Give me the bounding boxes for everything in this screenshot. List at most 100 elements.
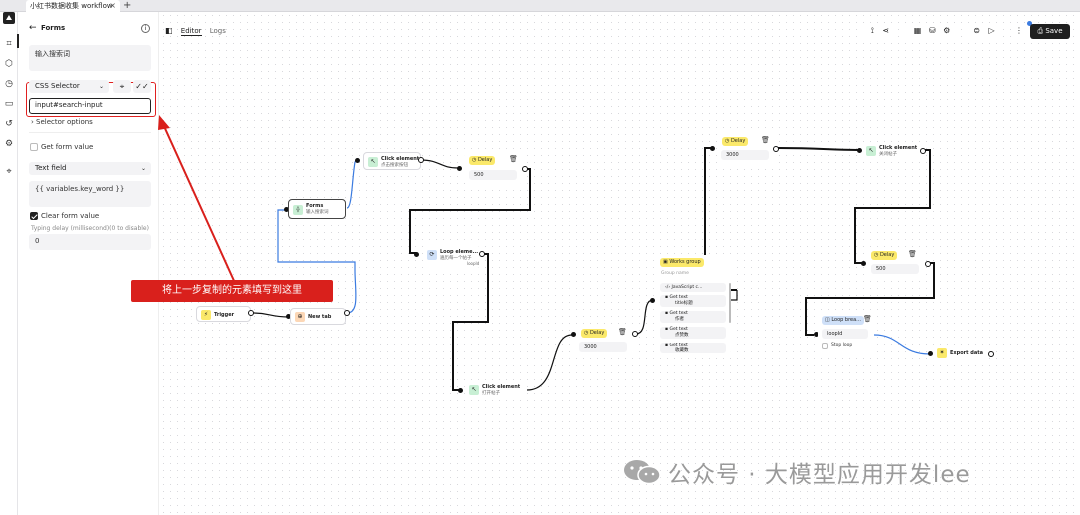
output-port[interactable]	[522, 166, 528, 172]
typing-delay-label: Typing delay (millisecond)(0 to disable)	[31, 225, 149, 232]
description-field[interactable]: 输入搜索词	[29, 45, 151, 71]
logo-icon[interactable]	[3, 12, 15, 24]
node-subtitle: 关闭帖子	[879, 152, 897, 157]
node-forms[interactable]: ⟠ Forms 输入搜索词	[288, 199, 346, 219]
output-port[interactable]	[988, 351, 994, 357]
bug-icon[interactable]: ⊜	[973, 26, 980, 35]
selector-options-toggle[interactable]: › Selector options	[31, 118, 93, 126]
input-port[interactable]	[928, 351, 933, 356]
wechat-icon	[624, 460, 661, 485]
node-click-element-1[interactable]: ↖ Click element 点击搜索按钮	[363, 152, 421, 170]
browser-tab[interactable]: 小红书数据收集 workflow ×	[26, 0, 120, 12]
input-port[interactable]	[571, 332, 576, 337]
crosshair-icon[interactable]: ⌖	[6, 167, 12, 177]
get-form-value-checkbox[interactable]	[30, 143, 38, 151]
input-port[interactable]	[650, 298, 655, 303]
database-icon[interactable]: ⛁	[928, 26, 936, 35]
typing-delay-input[interactable]: 0	[29, 234, 151, 250]
input-port[interactable]	[861, 261, 866, 266]
output-port[interactable]	[632, 331, 638, 337]
input-port[interactable]	[857, 148, 862, 153]
input-port[interactable]	[286, 314, 291, 319]
settings-icon[interactable]: ⚙	[4, 139, 14, 149]
bolt-icon: ⚡	[201, 310, 211, 320]
tab-logs[interactable]: Logs	[209, 27, 226, 35]
package-icon[interactable]: ⬡	[5, 59, 13, 69]
node-subtitle: 输入搜索词	[306, 210, 329, 215]
output-port[interactable]	[479, 251, 485, 257]
node-trigger[interactable]: ⚡ Trigger	[196, 306, 251, 322]
trash-icon[interactable]: 🗑	[509, 155, 518, 163]
delay-value[interactable]: 3000	[721, 150, 769, 160]
editor-tabs: ◧ Editor Logs	[165, 22, 232, 40]
broadcast-icon[interactable]: ⟟	[870, 26, 874, 35]
delay-value[interactable]: 3000	[579, 342, 627, 352]
verify-selector-button[interactable]: ✓✓	[133, 80, 151, 93]
group-item[interactable]: ‹/› JavaScript c...	[660, 283, 726, 292]
output-port[interactable]	[344, 310, 350, 316]
input-port[interactable]	[284, 207, 289, 212]
node-delay-1[interactable]: ◷ Delay 🗑 500	[464, 152, 524, 184]
clock-icon[interactable]: ◷	[5, 79, 13, 89]
output-port[interactable]	[248, 310, 254, 316]
node-works-group[interactable]: ▣ Works group Group name ‹/› JavaScript …	[656, 255, 731, 355]
node-new-tab[interactable]: ⊕ New tab	[290, 308, 346, 325]
node-loop-breakpoint[interactable]: ◫ Loop brea... 🗑 loopId Stop loop	[818, 313, 874, 355]
input-port[interactable]	[414, 252, 419, 257]
node-export-data[interactable]: ✶ Export data	[933, 345, 988, 362]
group-name-input[interactable]: Group name	[661, 271, 689, 276]
trash-icon[interactable]: 🗑	[908, 250, 917, 258]
gear-icon[interactable]: ⚙	[943, 26, 951, 35]
stop-loop-checkbox[interactable]	[822, 343, 828, 349]
input-port[interactable]	[458, 388, 463, 393]
group-scrollbar[interactable]	[729, 283, 731, 323]
trash-icon[interactable]: 🗑	[761, 136, 770, 144]
output-port[interactable]	[925, 261, 931, 267]
tab-editor[interactable]: Editor	[180, 27, 202, 36]
node-delay-4[interactable]: ◷ Delay 🗑 500	[866, 248, 926, 278]
trash-icon[interactable]: 🗑	[863, 315, 872, 323]
selector-input[interactable]: input#search-input	[29, 98, 151, 114]
node-delay-3[interactable]: ◷ Delay 🗑 3000	[717, 134, 777, 164]
delay-value[interactable]: 500	[469, 170, 517, 180]
save-button[interactable]: ⎙ Save	[1030, 24, 1070, 39]
new-tab-button[interactable]: +	[123, 0, 132, 11]
output-port[interactable]	[920, 148, 926, 154]
info-icon[interactable]: i	[141, 24, 150, 33]
share-icon[interactable]: ⋖	[882, 26, 890, 35]
input-port[interactable]	[457, 166, 462, 171]
input-port[interactable]	[814, 332, 819, 337]
back-arrow-icon[interactable]: ←	[29, 23, 37, 33]
value-field[interactable]: {{ variables.key_word }}	[29, 181, 151, 207]
element-picker-button[interactable]: ⌖	[113, 80, 131, 93]
more-menu-icon[interactable]: ⋮	[1012, 23, 1026, 39]
badge-label: Delay	[730, 138, 746, 144]
loop-id-input[interactable]: loopId	[822, 329, 868, 339]
input-port[interactable]	[355, 158, 360, 163]
delay-badge: ◷ Delay	[722, 137, 749, 146]
sidebar-toggle-icon[interactable]: ◧	[165, 26, 173, 35]
output-port[interactable]	[418, 157, 424, 163]
input-port[interactable]	[710, 146, 715, 151]
history-icon[interactable]: ↺	[5, 119, 13, 129]
output-port[interactable]	[773, 146, 779, 152]
node-delay-2[interactable]: ◷ Delay 🗑 3000	[576, 326, 636, 356]
storage-icon[interactable]: ▭	[4, 99, 14, 109]
node-click-element-3[interactable]: ↖ Click element 关闭帖子	[862, 142, 922, 160]
node-click-element-2[interactable]: ↖ Click element 打开帖子	[465, 381, 525, 399]
node-loop-elements[interactable]: ⟳ Loop eleme... 遍历每一个帖子 loopId	[423, 246, 481, 268]
close-icon[interactable]: ×	[109, 1, 116, 10]
trash-icon[interactable]: 🗑	[618, 328, 627, 336]
clear-form-checkbox[interactable]	[30, 212, 38, 220]
table-icon[interactable]: ▦	[913, 26, 922, 35]
selector-type-select[interactable]: CSS Selector ⌄	[29, 80, 109, 93]
delay-value[interactable]: 500	[871, 264, 919, 274]
field-type-select[interactable]: Text field ⌄	[29, 162, 151, 175]
play-icon[interactable]: ▷	[988, 26, 995, 35]
workflow-icon[interactable]: ⌗	[6, 39, 12, 49]
node-title: New tab	[308, 314, 332, 320]
